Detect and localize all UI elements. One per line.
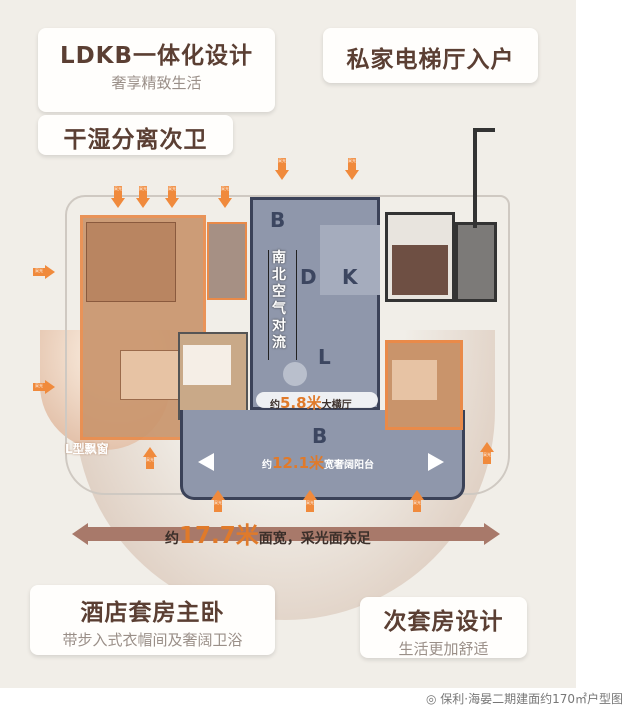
frontage-arrow-right — [484, 523, 500, 545]
card-second: 次套房设计 生活更加舒适 — [360, 597, 527, 658]
card-ldkb: LDKB一体化设计 奢享精致生活 — [38, 28, 275, 112]
frontage-arrow-left — [72, 523, 88, 545]
stair-wall — [473, 128, 495, 228]
balcony-arrow-right — [428, 453, 444, 471]
light-arrow: 采光 — [275, 158, 289, 180]
balcony-dimension: 约12.1米宽奢阔阳台 — [262, 454, 375, 472]
image-caption: ◎ 保利·海晏二期建面约170㎡户型图 — [425, 692, 623, 706]
room-label-d: D — [300, 265, 317, 289]
light-arrow: 采光 — [136, 186, 150, 208]
light-arrow: 采光 — [218, 186, 232, 208]
room-label-b-top: B — [270, 208, 286, 232]
kitchen-area — [320, 225, 380, 295]
room-label-b-balcony: B — [312, 424, 328, 448]
light-arrow: 采光 — [165, 186, 179, 208]
elevator-shaft — [455, 222, 497, 302]
light-arrow: 采光 — [303, 490, 317, 512]
light-arrow: 采光 — [111, 186, 125, 208]
airflow-arrow — [268, 250, 269, 360]
frontage-arrow-bar — [85, 527, 485, 541]
frontage-label: 约17.7米面宽，采光面充足 — [165, 523, 371, 549]
room-label-k: K — [342, 265, 358, 289]
card-master: 酒店套房主卧 带步入式衣帽间及奢阔卫浴 — [30, 585, 275, 655]
light-arrow: 采光 — [345, 158, 359, 180]
light-arrow: 采光 — [211, 490, 225, 512]
card-elevator: 私家电梯厅入户 — [323, 28, 538, 83]
light-arrow: 采光 — [33, 265, 55, 279]
light-arrow: 采光 — [33, 380, 55, 394]
elevator-floor — [392, 245, 448, 295]
light-arrow: 采光 — [143, 447, 157, 469]
table-round — [283, 362, 307, 386]
master-bed — [120, 350, 180, 400]
light-arrow: 采光 — [480, 442, 494, 464]
bay-window-label: L型飘窗 — [65, 442, 109, 456]
airflow-arrow — [296, 250, 297, 360]
hall-dimension: 约5.8米大横厅 — [270, 394, 352, 412]
hall-dimension-bar — [256, 392, 378, 408]
middle-bed — [183, 345, 231, 385]
master-bath — [86, 222, 176, 302]
light-arrow: 采光 — [410, 490, 424, 512]
card-bath: 干湿分离次卫 — [38, 115, 233, 155]
room-label-l: L — [318, 345, 331, 369]
floor-plan-poster: B D K L 南北空气对流 约5.8米大横厅 B 约12.1米宽奢阔阳台 L型… — [0, 0, 576, 688]
balcony-arrow-left — [198, 453, 214, 471]
airflow-label: 南北空气对流 — [272, 250, 286, 351]
secondary-bath — [207, 222, 247, 300]
second-suite-bed — [392, 360, 437, 400]
